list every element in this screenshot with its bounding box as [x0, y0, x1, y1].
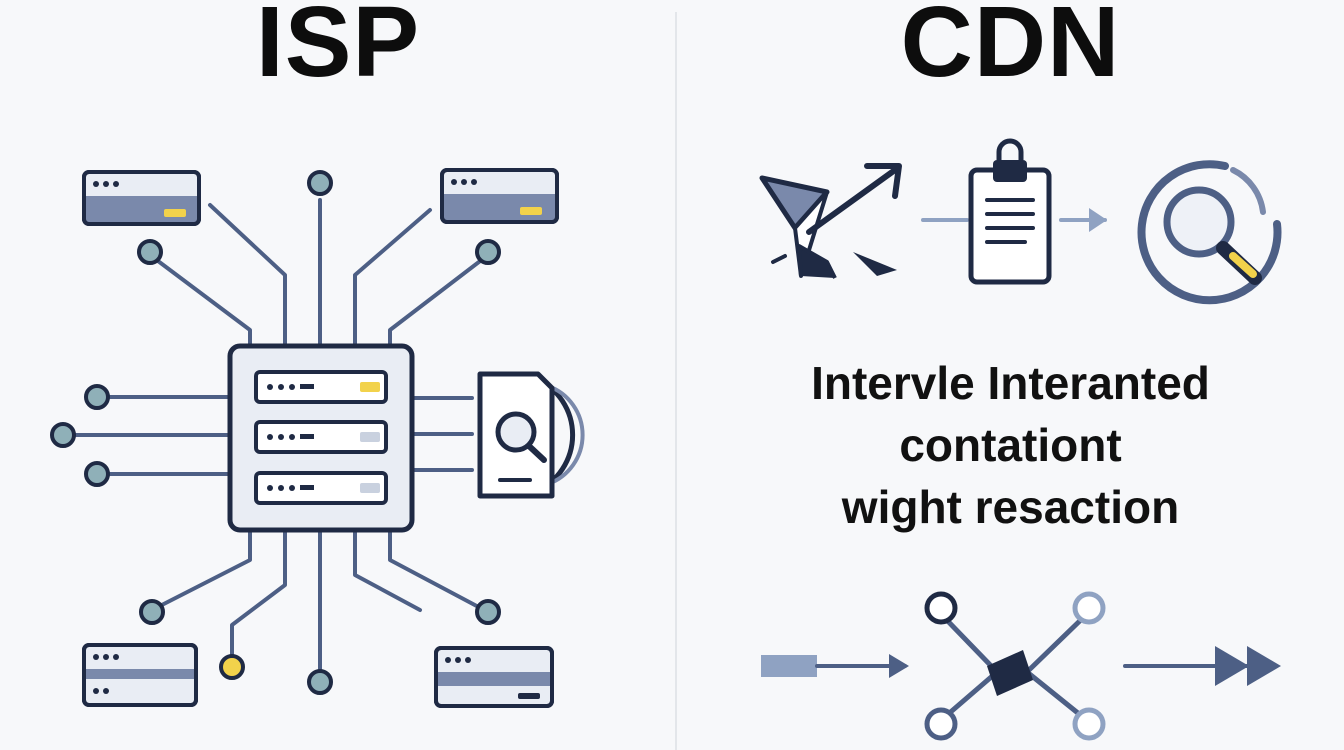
circuit-node-icon [219, 654, 245, 680]
circuit-node-icon [307, 170, 333, 196]
server-rack-icon [227, 343, 415, 533]
clipboard-lock-icon [968, 138, 1052, 285]
circuit-node-icon [50, 422, 76, 448]
arrow-right-icon [1089, 208, 1107, 232]
cdn-caption: Intervle Interanted contationt wight res… [677, 352, 1344, 538]
server-card-icon [434, 646, 554, 708]
circuit-line-top-right-card [353, 208, 432, 347]
server-card-icon [82, 643, 198, 707]
circuit-line-top-left-card [208, 203, 287, 347]
circuit-node-icon [139, 599, 165, 625]
cursor-arrow-icon [759, 163, 902, 279]
isp-title: ISP [255, 0, 421, 98]
circuit-line-bottom-right-card [353, 528, 422, 612]
circuit-line-bottom-left-node [150, 528, 252, 612]
cdn-caption-line-1: Intervle Interanted [811, 357, 1210, 409]
search-circle-icon [1137, 160, 1282, 305]
cdn-caption-line-3: wight resaction [841, 481, 1180, 533]
panel-divider [675, 12, 677, 750]
circuit-line-top-right-node [388, 253, 490, 347]
network-hub-icon [761, 591, 1281, 741]
circuit-line-top-left-node [148, 253, 252, 347]
isp-panel: ISP [50, 0, 585, 708]
server-card-icon [440, 168, 559, 224]
cdn-title: CDN [900, 0, 1121, 98]
isp-network-diagram [50, 168, 585, 708]
circuit-node-icon [84, 461, 110, 487]
circuit-line-bottom-right-node [388, 528, 490, 614]
circuit-node-icon [84, 384, 110, 410]
circuit-node-icon [307, 669, 333, 695]
circuit-line-bottom-yellow-node [230, 528, 287, 667]
server-card-icon [82, 170, 201, 226]
cdn-process-diagram [759, 138, 1282, 741]
circuit-node-icon [475, 599, 501, 625]
circuit-node-icon [137, 239, 163, 265]
cdn-caption-line-2: contationt [899, 419, 1122, 471]
circuit-node-icon [475, 239, 501, 265]
magnifier-document-icon [477, 371, 585, 499]
cdn-panel: CDN [677, 0, 1344, 750]
